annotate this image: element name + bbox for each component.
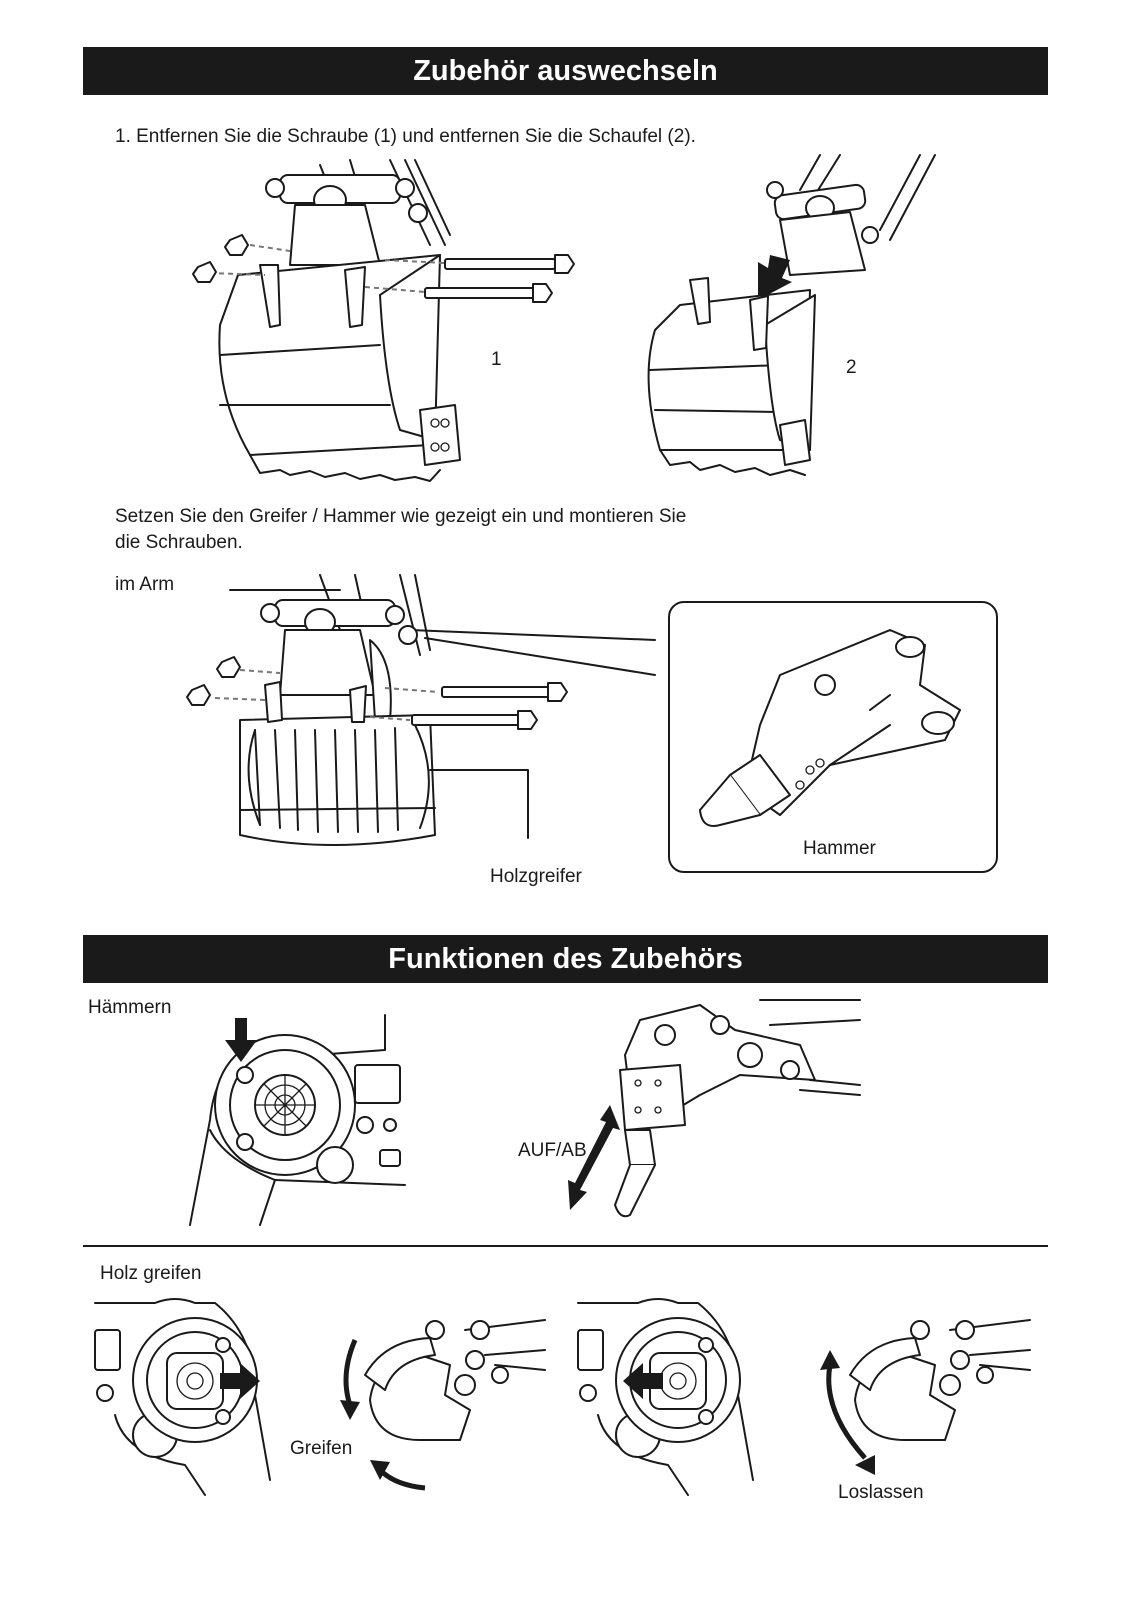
arrow-down-icon xyxy=(758,255,792,300)
label-hammer: Hammer xyxy=(803,838,876,859)
hammer-up-down-illustration xyxy=(568,999,861,1218)
grab-opening-illustration xyxy=(820,1319,1031,1475)
label-auf-ab: AUF/AB xyxy=(518,1140,587,1161)
insert-text-line1: Setzen Sie den Greifer / Hammer wie geze… xyxy=(115,506,687,527)
section-title-replace: Zubehör auswechseln xyxy=(83,47,1048,95)
label-greifen: Greifen xyxy=(290,1438,353,1459)
hammer-illustration xyxy=(699,629,961,827)
label-holz-greifen: Holz greifen xyxy=(100,1263,202,1284)
section-title-functions: Funktionen des Zubehörs xyxy=(83,935,1048,983)
controller-hammer-illustration xyxy=(189,1014,406,1226)
double-arrow-icon xyxy=(568,1105,620,1210)
arrow-down-icon xyxy=(225,1018,257,1062)
curved-arrow-icon xyxy=(343,1339,358,1406)
label-haemmern: Hämmern xyxy=(88,997,172,1018)
label-loslassen: Loslassen xyxy=(838,1482,924,1503)
grab-mounting-illustration xyxy=(186,574,656,846)
step-1-text: 1. Entfernen Sie die Schraube (1) und en… xyxy=(115,126,696,147)
grab-closing-illustration xyxy=(340,1319,546,1491)
curved-arrow-icon xyxy=(826,1364,867,1460)
insert-text-line2: die Schrauben. xyxy=(115,532,243,553)
section-divider xyxy=(83,1245,1048,1247)
label-2: 2 xyxy=(846,357,857,378)
bucket-bolt-removal-illustration xyxy=(192,159,575,482)
label-holzgreifer: Holzgreifer xyxy=(490,866,582,887)
arrow-left-icon xyxy=(623,1363,663,1399)
bucket-detach-illustration xyxy=(647,154,936,476)
label-im-arm: im Arm xyxy=(115,574,175,595)
controller-grab-illustration xyxy=(94,1298,271,1496)
controller-release-illustration xyxy=(577,1298,754,1496)
arrow-right-icon xyxy=(220,1363,260,1399)
label-1: 1 xyxy=(491,349,502,370)
